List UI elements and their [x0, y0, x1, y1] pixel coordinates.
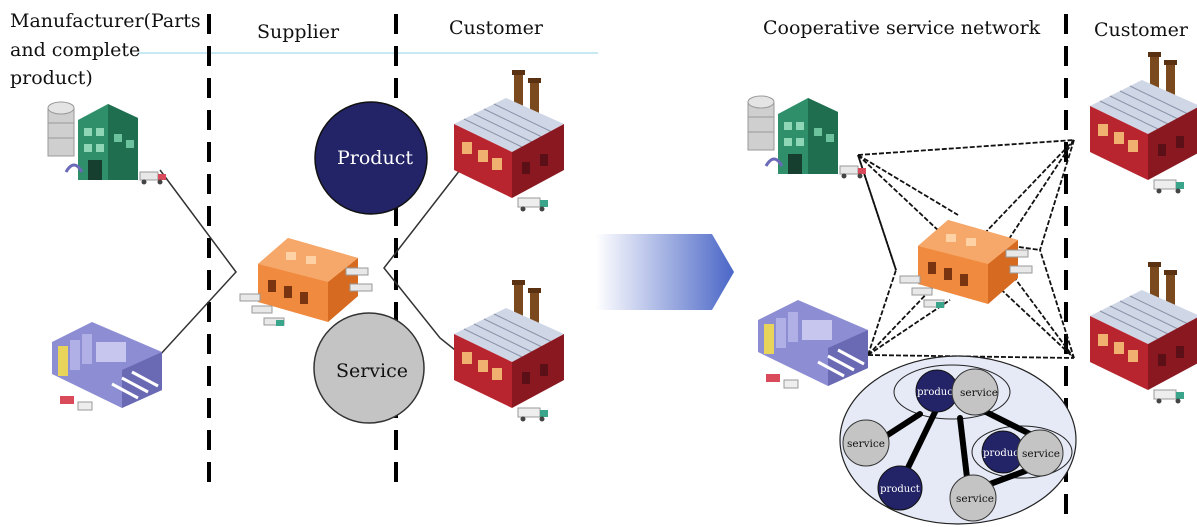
customer-label-left: Customer — [449, 17, 544, 39]
cluster-service-left — [842, 419, 890, 467]
manufacturer-warehouse-icon — [46, 100, 168, 186]
manufacturer-label-line3: product) — [10, 67, 93, 89]
network-customer-factory-icon-bottom — [1089, 261, 1197, 404]
manufacturer-label-line2: and complete — [10, 39, 140, 61]
cluster-product-bottom-label: product — [880, 484, 920, 495]
network-customer-factory-icon-top — [1089, 51, 1197, 194]
customer-factory-icon-bottom — [453, 279, 565, 422]
product-bubble — [314, 101, 428, 215]
cluster-service-left-label: service — [847, 438, 885, 450]
cluster-subgroup-mid — [971, 425, 1073, 479]
network-depot-icon — [899, 219, 1033, 309]
cluster-product-mid-label: product — [983, 448, 1023, 459]
cluster-service-top-label: service — [960, 387, 998, 399]
network-label: Cooperative service network — [763, 17, 1041, 39]
cluster-product-top-label: product — [917, 387, 957, 398]
customer-factory-icon-top — [453, 69, 565, 212]
cluster-product-bottom — [877, 465, 923, 511]
manufacturer-label-line1: Manufacturer(Parts — [10, 10, 201, 32]
supplier-depot-icon — [239, 237, 373, 327]
product-bubble-label: Product — [337, 147, 413, 169]
service-bubble-label: Service — [336, 360, 408, 382]
service-bubble — [313, 312, 425, 424]
cluster-service-bottom — [949, 474, 997, 522]
transition-arrow — [596, 234, 734, 310]
network-warehouse-icon — [746, 94, 868, 180]
manufacturer-plant-icon — [50, 320, 164, 412]
cluster-subgroup-top — [893, 364, 1011, 420]
cluster-service-mid — [1016, 429, 1064, 477]
cluster-service-bottom-label: service — [956, 493, 994, 505]
supplier-label: Supplier — [257, 21, 340, 43]
cluster-service-top — [951, 368, 999, 416]
service-cluster: product service service product service … — [839, 355, 1077, 525]
network-plant-icon — [756, 298, 870, 390]
customer-label-right: Customer — [1094, 19, 1189, 41]
cluster-service-mid-label: service — [1022, 448, 1060, 460]
